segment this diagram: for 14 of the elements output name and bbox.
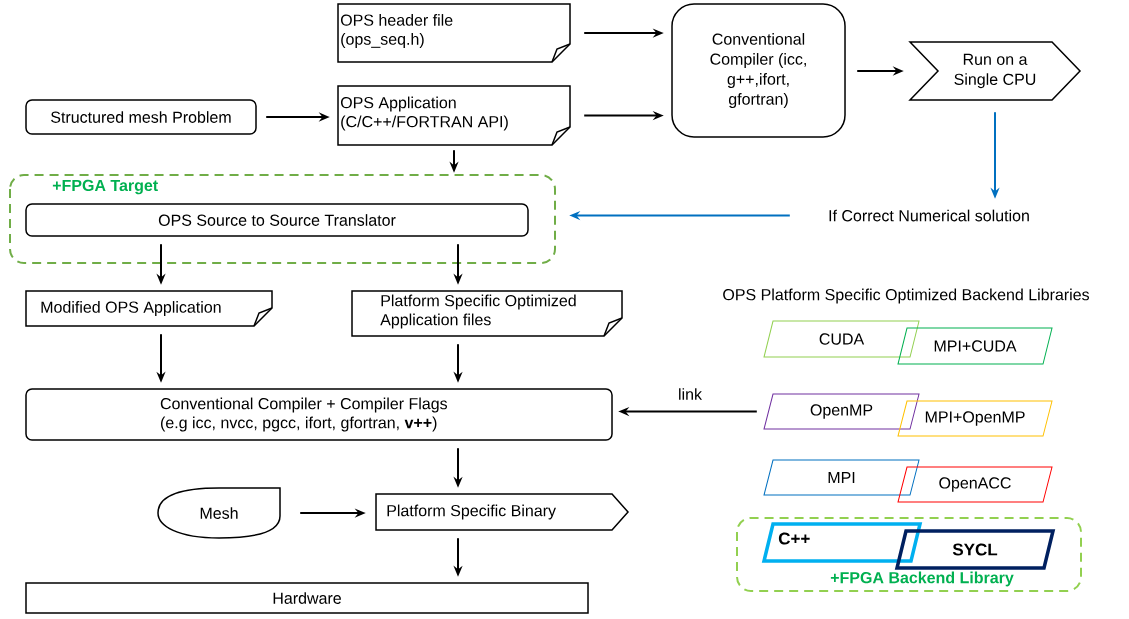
process-box: OPS Source to Source Translator [25, 203, 529, 237]
process-box: Conventional Compiler + Compiler Flags (e.g icc, nvcc, pgcc, ifort, gfortran, v++) [25, 388, 613, 441]
process-box: Hardware [25, 582, 589, 614]
library-parallelogram: MPI [763, 459, 920, 496]
library-parallelogram: OpenMP [763, 393, 920, 430]
library-parallelogram: CUDA [763, 320, 920, 358]
heading-text: OPS Platform Specific Optimized Backend Libraries [723, 288, 1089, 304]
library-parallelogram: MPI+OpenMP [897, 400, 1053, 437]
process-box: Structured mesh Problem [25, 99, 257, 135]
process-box: Conventional Compiler (icc, g++,ifort, gfortran) [671, 3, 846, 138]
library-parallelogram: OpenACC [897, 466, 1053, 503]
edge-label: link [677, 387, 703, 401]
library-parallelogram: MPI+CUDA [897, 327, 1053, 365]
condition-text: If Correct Numerical solution [829, 209, 1029, 222]
